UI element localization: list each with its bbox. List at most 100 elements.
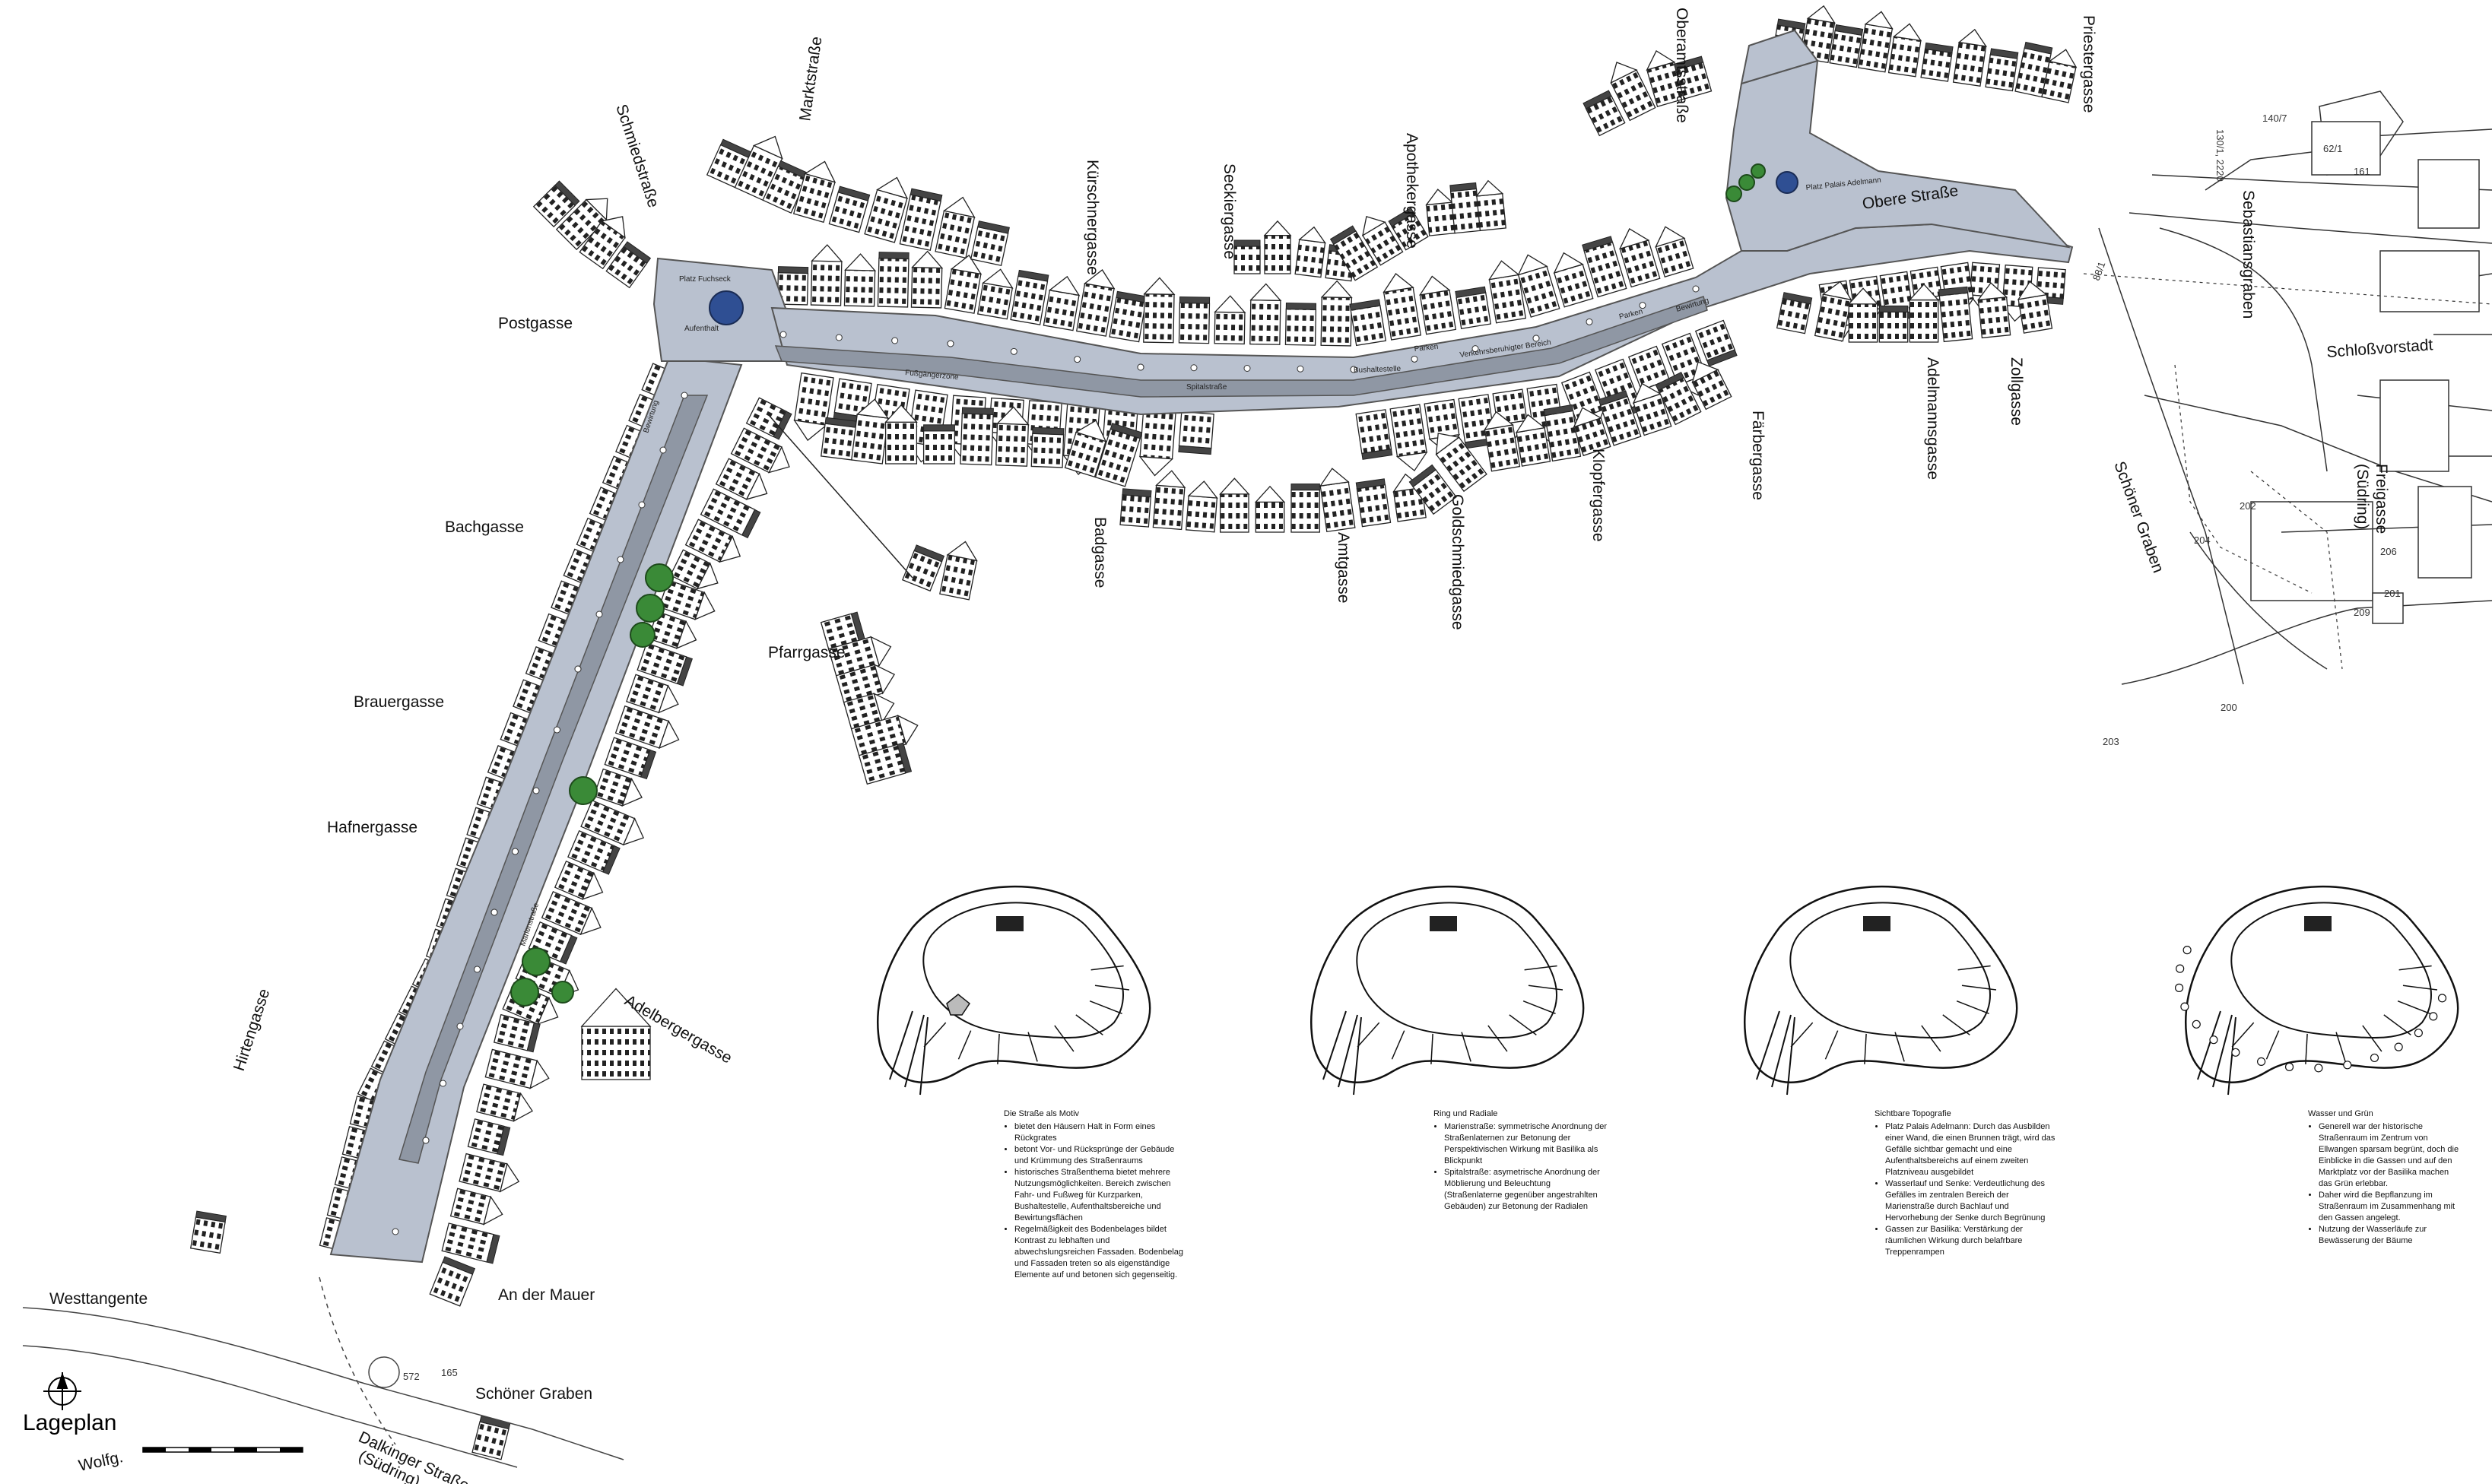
building-facade xyxy=(441,1222,494,1263)
building xyxy=(579,216,626,270)
building-facade xyxy=(1449,188,1481,234)
building xyxy=(441,1222,500,1264)
building xyxy=(700,488,761,539)
parcel-165: 165 xyxy=(441,1367,458,1378)
building-roof xyxy=(1488,260,1520,281)
building-facade xyxy=(851,414,889,465)
building-facade xyxy=(884,421,918,465)
parcel-202: 202 xyxy=(2240,500,2256,512)
building-facade xyxy=(1178,302,1211,344)
building-facade xyxy=(1249,299,1281,345)
building xyxy=(1655,371,1702,426)
concept-diagram xyxy=(1744,886,2018,1096)
platz-palais-surface xyxy=(1725,59,2071,252)
building-facade xyxy=(1109,296,1147,343)
building xyxy=(1389,404,1428,472)
tree xyxy=(645,563,674,592)
building-facade xyxy=(995,423,1030,467)
building-roof xyxy=(1806,5,1836,24)
pfarrgasse-line xyxy=(767,414,913,579)
building xyxy=(2017,281,2053,334)
caption-bullet: Regelmäßigkeit des Bodenbelages bildet K… xyxy=(1014,1224,1186,1281)
building-facade xyxy=(1476,192,1506,232)
building xyxy=(555,198,608,251)
building-roof xyxy=(600,216,626,239)
building-roof xyxy=(1455,286,1487,298)
caption-heading: Sichtbare Topografie xyxy=(1875,1109,1951,1118)
street-lamps xyxy=(392,285,1700,1235)
building-roof xyxy=(1425,189,1454,206)
building xyxy=(793,372,834,442)
tree-symbol xyxy=(2176,964,2185,973)
diagram-outline xyxy=(2185,886,2459,1083)
caption-bullet: betont Vor- und Rücksprünge der Gebäude … xyxy=(1014,1144,1186,1167)
label-spitalstrasse: Spitalstraße xyxy=(1186,383,1227,392)
building xyxy=(1263,220,1292,274)
parcel-161: 161 xyxy=(2354,166,2370,177)
building-roof xyxy=(1847,287,1879,305)
building-facade xyxy=(189,1216,226,1254)
building-roof xyxy=(1938,286,1969,296)
building-roof xyxy=(773,411,792,440)
caption-bullet: Gassen zur Basilika: Verstärkung der räu… xyxy=(1885,1224,2057,1258)
diagram-spoke xyxy=(2305,1033,2308,1064)
building xyxy=(669,549,719,590)
caption-wasser-und-gruen: Wasser und Grün Generell war der histori… xyxy=(2308,1108,2460,1247)
building xyxy=(1233,239,1261,274)
building-roof xyxy=(602,845,621,875)
building xyxy=(189,1210,227,1254)
caption-bullet: Marienstraße: symmetrische Anordnung der… xyxy=(1444,1121,1608,1167)
diagram-spoke xyxy=(2397,1000,2430,1015)
building xyxy=(1655,226,1694,278)
cadastral-block xyxy=(2379,250,2480,312)
building-roof xyxy=(1475,179,1504,197)
building-roof xyxy=(777,266,809,274)
building xyxy=(1553,252,1594,308)
building-facade xyxy=(843,269,876,307)
building-facade xyxy=(1010,275,1049,325)
building-facade xyxy=(1776,297,1811,335)
street-lamp xyxy=(1137,363,1144,371)
building-roof xyxy=(910,188,943,202)
building xyxy=(1388,207,1429,251)
building-roof xyxy=(1543,404,1574,417)
building-roof xyxy=(1582,236,1614,252)
building xyxy=(1938,286,1973,343)
building-roof xyxy=(1329,225,1357,246)
building-roof xyxy=(1655,371,1684,392)
building-facade xyxy=(970,226,1009,267)
building-roof xyxy=(1673,55,1704,71)
building xyxy=(605,241,652,289)
cadastral-block xyxy=(2379,379,2449,472)
building-roof xyxy=(2048,49,2078,68)
building xyxy=(429,1256,476,1307)
street-lamp xyxy=(681,392,688,399)
building-roof xyxy=(1484,411,1514,430)
parcel-88-1: 88/1 xyxy=(2090,260,2108,282)
building xyxy=(1419,275,1457,335)
building-roof xyxy=(1419,275,1451,296)
tree-symbol xyxy=(2429,1012,2438,1021)
basilika-block xyxy=(996,916,1024,931)
building-facade xyxy=(810,260,843,306)
building-roof xyxy=(977,220,1010,234)
building-facade xyxy=(484,1048,538,1089)
diagram-spoke xyxy=(2398,965,2432,971)
building xyxy=(995,406,1030,467)
label-hirtengasse: Hirtengasse xyxy=(230,987,274,1073)
building-roof xyxy=(719,535,741,563)
building-roof xyxy=(694,591,716,620)
diagram-spoke xyxy=(1942,1014,1970,1035)
cadastral-boundary xyxy=(2250,471,2343,670)
building-roof xyxy=(2017,281,2048,300)
building xyxy=(1598,390,1642,446)
building xyxy=(1515,414,1551,467)
street-lamp xyxy=(1411,355,1418,363)
building xyxy=(1455,286,1492,329)
street-lamp xyxy=(1350,366,1357,373)
parcel-62-1: 62/1 xyxy=(2323,143,2342,154)
building-facade xyxy=(1952,41,1987,87)
building xyxy=(554,860,604,900)
diagram-spoke xyxy=(1054,1025,1075,1052)
